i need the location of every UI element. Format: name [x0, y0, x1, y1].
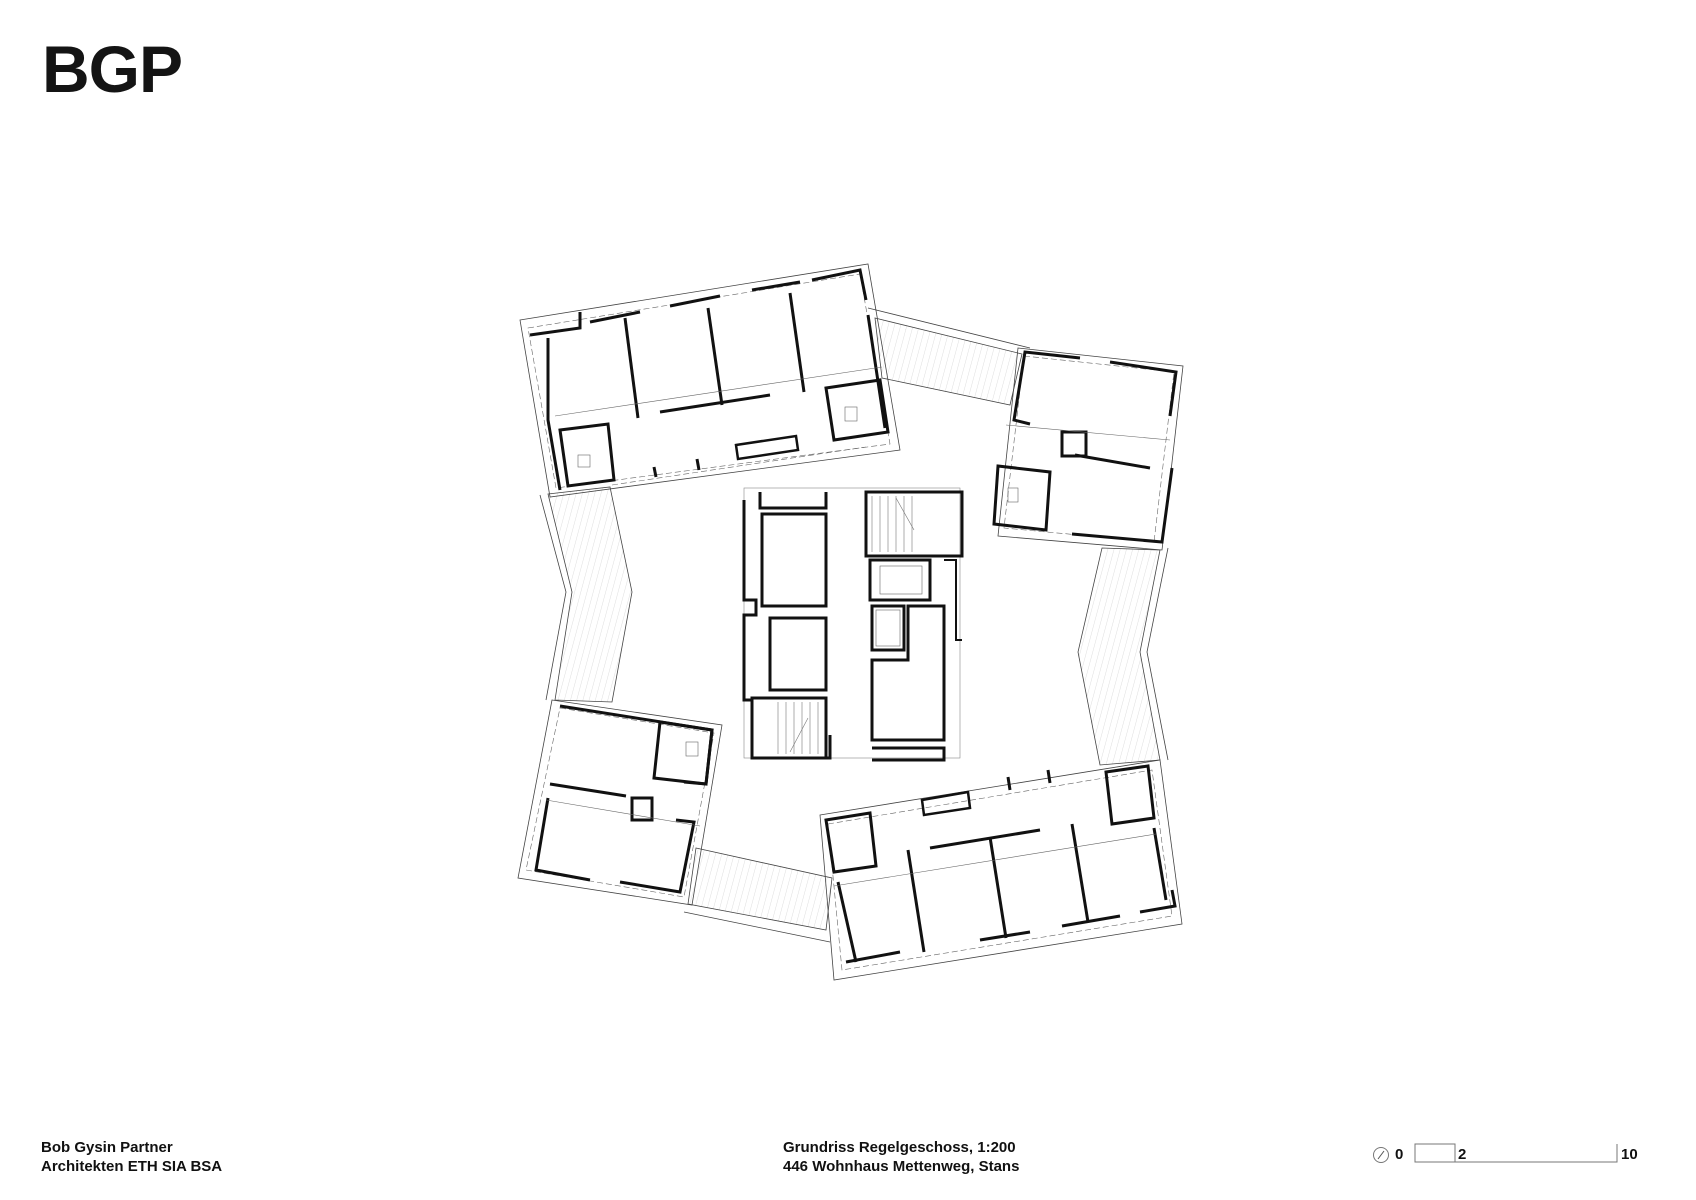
office-credits: Bob Gysin Partner Architekten ETH SIA BS…	[41, 1138, 222, 1176]
wing-south-west	[517, 699, 723, 906]
north-arrow-icon	[1373, 1143, 1618, 1163]
scale-label-2: 2	[1458, 1146, 1467, 1163]
corridor-east	[1077, 547, 1169, 766]
office-subtitle: Architekten ETH SIA BSA	[41, 1158, 223, 1175]
central-core	[742, 487, 964, 762]
wing-north-east	[992, 347, 1184, 551]
project-name: 446 Wohnhaus Mettenweg, Stans	[783, 1158, 1020, 1175]
corridor-south	[683, 847, 833, 943]
wing-south-east	[819, 759, 1183, 981]
corridor-west	[539, 486, 633, 703]
scale-label-10: 10	[1621, 1146, 1638, 1163]
office-logo: BGP	[42, 32, 183, 106]
scale-bar: 0 2 10	[1370, 1140, 1690, 1170]
drawing-title: Grundriss Regelgeschoss, 1:200	[783, 1139, 1016, 1156]
office-name: Bob Gysin Partner	[41, 1139, 173, 1156]
scale-label-0: 0	[1395, 1146, 1404, 1163]
corridor-north	[867, 307, 1031, 406]
drawing-caption: Grundriss Regelgeschoss, 1:200 446 Wohnh…	[783, 1138, 1019, 1176]
wing-north-west	[519, 263, 901, 498]
